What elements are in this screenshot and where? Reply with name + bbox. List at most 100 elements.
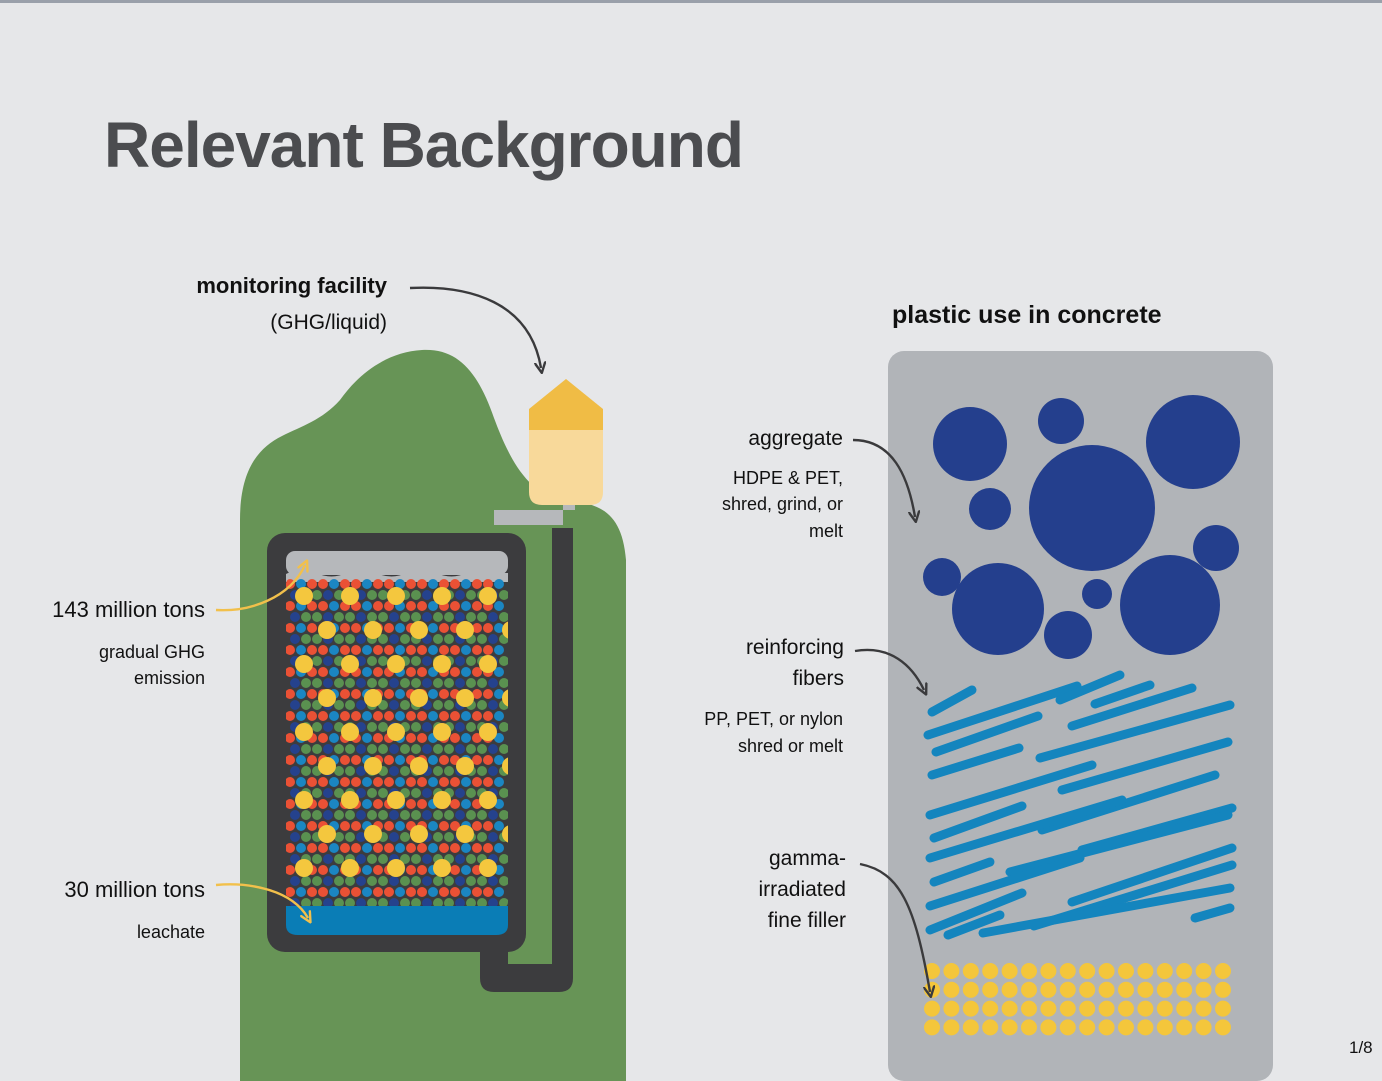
waste-particle [417,711,427,721]
aggregate-circle [933,407,1007,481]
fibers-note-line2: shred or melt [737,736,843,756]
aggregate-circle [1193,525,1239,571]
waste-particle [329,865,339,875]
facility-arrow [409,286,541,368]
waste-particle [345,612,355,622]
waste-particle [461,645,471,655]
waste-particle [296,579,306,589]
waste-particle [378,656,388,666]
waste-particle [389,612,399,622]
waste-particle [367,788,377,798]
waste-particle [499,590,508,600]
waste-particle [483,623,493,633]
waste-particle-large [387,655,405,673]
waste-particle [494,755,504,765]
waste-particle [444,678,454,688]
waste-particle [351,887,361,897]
fibers-note-line1: PP, PET, or nylon [704,709,843,729]
waste-particle-large [479,791,497,809]
waste-particle [329,667,339,677]
waste-particle [307,645,317,655]
fiber-strand [1090,680,1155,709]
waste-particle [351,579,361,589]
waste-particle [351,821,361,831]
waste-particle [340,843,350,853]
waste-particle [428,821,438,831]
filler-dot [1176,1019,1193,1036]
waste-particle-large [433,791,451,809]
waste-particle [411,722,421,732]
filler-dot [1059,1019,1076,1036]
waste-particle-large [341,859,359,877]
waste-particle [488,810,498,820]
filler-label-line2: irradiated [758,878,846,901]
waste-particle [477,832,487,842]
page-number: 1/8 [1349,1038,1373,1057]
waste-particle [323,876,333,886]
waste-particle [499,678,508,688]
waste-particle [428,711,438,721]
filler-dot [982,963,999,979]
waste-particle [472,755,482,765]
filler-dot [1001,963,1018,979]
waste-particle-large [318,621,336,639]
fiber-strand [925,853,1085,911]
waste-particle [428,887,438,897]
waste-particle [323,678,333,688]
waste-particle [472,579,482,589]
waste-particle [340,777,350,787]
filler-dot [1176,1000,1193,1017]
waste-particle [351,755,361,765]
waste-particle [307,601,317,611]
filler-dot [962,1019,979,1036]
waste-particle [323,810,333,820]
waste-particle [318,667,328,677]
filler-dot [943,1019,960,1036]
waste-particle [356,766,366,776]
leachate-arrow [215,883,308,918]
filler-dot [982,1000,999,1017]
waste-particle [406,667,416,677]
waste-particle [367,810,377,820]
waste-particle [455,788,465,798]
waste-particle [400,766,410,776]
filler-label-line1: gamma- [768,847,846,870]
waste-particle [307,623,317,633]
waste-particle-large [318,825,336,843]
waste-particle [400,832,410,842]
waste-particle [466,590,476,600]
waste-particle [411,678,421,688]
filler-dot [962,963,979,979]
waste-particle-large [479,655,497,673]
waste-particle [367,722,377,732]
waste-particle [395,689,405,699]
waste-particle [307,843,317,853]
waste-particle [466,612,476,622]
waste-particle [318,799,328,809]
fibers-label-line2: fibers [792,667,844,690]
waste-particle [422,854,432,864]
waste-particle [307,777,317,787]
waste-particle [444,766,454,776]
waste-particle [406,601,416,611]
filler-dot [1215,1000,1231,1017]
waste-particle [290,678,300,688]
waste-particle [318,733,328,743]
waste-particle [290,876,300,886]
filler-dot [1156,1000,1173,1017]
waste-particle [345,744,355,754]
waste-particle [290,700,300,710]
waste-particle [400,898,410,908]
waste-particle [406,777,416,787]
waste-particle [356,810,366,820]
waste-particle [483,887,493,897]
waste-particle [400,744,410,754]
filler-dot [1040,981,1057,998]
filler-dot [1118,981,1134,998]
waste-particle [389,678,399,688]
waste-particle [351,645,361,655]
filler-dot [1156,981,1173,998]
waste-particle [356,634,366,644]
waste-particle [466,744,476,754]
waste-particle [411,898,421,908]
